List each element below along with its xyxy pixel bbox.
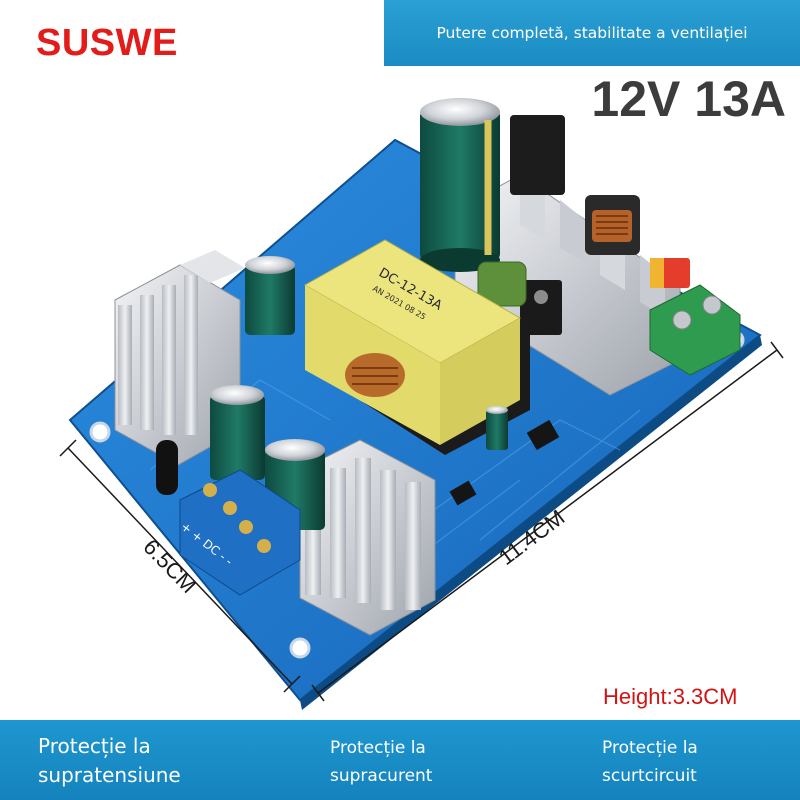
banner-text: Putere completă, stabilitate a ventilați…	[436, 24, 748, 42]
model-rating: 12V 13A	[591, 71, 786, 127]
output-heatsink	[299, 439, 436, 636]
top-banner: Putere completă, stabilitate a ventilați…	[384, 0, 800, 66]
brand-logo: SUSWE	[36, 22, 178, 64]
transformer: DC-12-13A AN 2021 08 25	[303, 239, 530, 455]
feature-line: supracurent	[330, 766, 433, 786]
feature-line: supratensiune	[38, 763, 181, 787]
feature-short-circuit: Protecție la scurtcircuit	[602, 734, 732, 790]
capacitor-small	[245, 256, 295, 335]
left-heatsink	[114, 250, 245, 466]
feature-line: Protecție la	[38, 734, 151, 758]
features-band	[0, 720, 800, 800]
bridge-rectifier	[510, 115, 565, 195]
dc-terminal-block: + + DC - -	[178, 469, 301, 596]
ic-chip	[526, 419, 560, 451]
feature-line: Protecție la	[602, 738, 698, 758]
height-label: Height:3.3CM	[603, 684, 738, 709]
dimension-length	[311, 341, 784, 702]
feature-overvoltage: Protecție la supratensiune	[38, 732, 238, 790]
mosfet	[520, 280, 562, 335]
input-coil	[585, 195, 640, 255]
ac-terminal-block	[649, 284, 741, 376]
input-capacitor	[420, 98, 500, 272]
feature-line: Protecție la	[330, 738, 426, 758]
small-capacitor	[486, 406, 508, 450]
dimension-width	[59, 439, 301, 693]
output-capacitor	[210, 385, 265, 480]
output-inductor	[156, 440, 178, 495]
feature-line: scurtcircuit	[602, 766, 697, 786]
feature-overcurrent: Protecție la supracurent	[330, 734, 480, 790]
ic-chip	[449, 480, 477, 506]
x-capacitor	[477, 261, 527, 307]
mounting-hole	[89, 421, 111, 443]
mounting-hole	[289, 637, 311, 659]
